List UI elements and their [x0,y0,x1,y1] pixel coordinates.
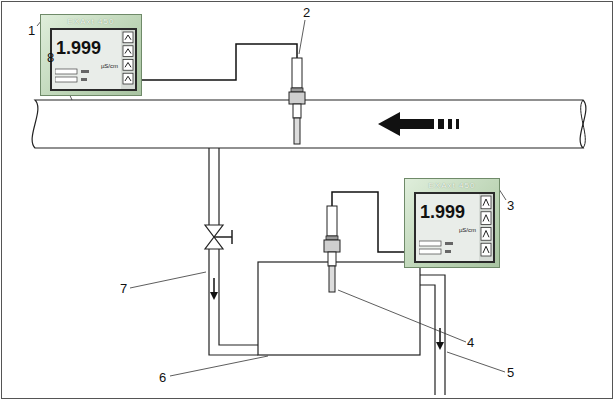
display-field [81,78,87,81]
pipe-end [581,100,586,148]
outlet-pipe [420,275,445,395]
icon-glyph [125,76,131,81]
display-field [445,242,453,245]
brand-label: EXAxt 450 [41,17,141,26]
sensor-body [328,252,336,266]
callout-number: 8 [47,51,54,64]
leader-line [170,356,268,376]
flow-arrow-stripe [456,119,459,129]
flow-arrow-small [439,328,441,344]
analyzer-unit: EXAxt 450 1.999µS/cm [40,14,142,96]
display-field [55,69,77,74]
sensor-cap [327,206,337,236]
leader-line [338,290,466,342]
icon-key [481,228,491,241]
flow-arrow-stripe [438,119,444,129]
sensor-nut [324,240,340,252]
icon-glyph [125,63,131,68]
callout-number: 5 [507,366,514,379]
display-field [55,77,77,82]
display-icons [121,30,135,89]
unit-label: µS/cm [459,227,476,233]
sensor-probe [329,266,335,292]
callout-number: 6 [159,371,166,384]
icon-key [481,243,491,256]
display-icons [479,194,493,261]
callout-number: 1 [28,24,35,37]
icon-glyph [125,35,131,40]
leader-lines [37,20,506,376]
sample-line [209,249,258,355]
unit-label: µS/cm [101,63,118,69]
analyzer-unit: EXAxt 450 1.999 µS/cm [404,178,500,268]
sensor-body [293,104,301,118]
display-field [419,249,441,254]
icon-glyph [125,49,131,54]
sensor-cap [292,58,302,88]
display-lines [55,67,120,85]
flow-arrow-small [213,278,215,294]
icon-key [123,73,133,84]
callout-number: 2 [303,6,310,19]
analyzer-display: 1.999 µS/cm [414,192,495,263]
callout-number: 4 [467,336,474,349]
conductivity-sensor [289,58,305,144]
flow-arrow-bar [400,119,434,129]
sensor-cable [332,192,404,252]
icon-glyph [483,199,489,206]
sensor-ring [326,236,338,240]
measured-value: 1.999 [420,202,465,223]
main-pipe [32,100,586,148]
flow-arrow-small [436,342,444,350]
flow-arrow-small [210,292,218,300]
flow-arrow [378,112,400,136]
sample-line [209,148,219,225]
sensor-nut [289,92,305,104]
sensor-probe [294,118,300,144]
leader-line [130,272,206,288]
display-field [419,241,441,246]
measured-value: 1.999 [56,38,101,59]
callout-number: 7 [120,282,127,295]
icon-column [479,194,493,261]
sensor-cable [142,44,297,80]
brand-label: EXAxt 450 [405,181,499,190]
icon-key [481,196,491,209]
icon-key [123,46,133,57]
icon-glyph [483,246,489,253]
callout-number: 3 [507,199,514,212]
valve-handle [214,230,232,244]
icon-column [121,30,135,89]
icon-key [123,32,133,43]
display-field [81,70,89,73]
icon-key [481,212,491,225]
display-lines [419,239,478,257]
sensor-ring [291,88,303,92]
leader-line [299,20,305,54]
display-field [445,250,451,253]
icon-glyph [483,231,489,238]
flow-arrow-stripe [448,119,452,129]
icon-glyph [483,215,489,222]
flow-vessel [258,262,420,355]
icon-key [123,60,133,71]
analyzer-display: 1.999µS/cm [50,28,137,91]
conductivity-sensor [324,206,340,292]
leader-line [447,352,505,372]
